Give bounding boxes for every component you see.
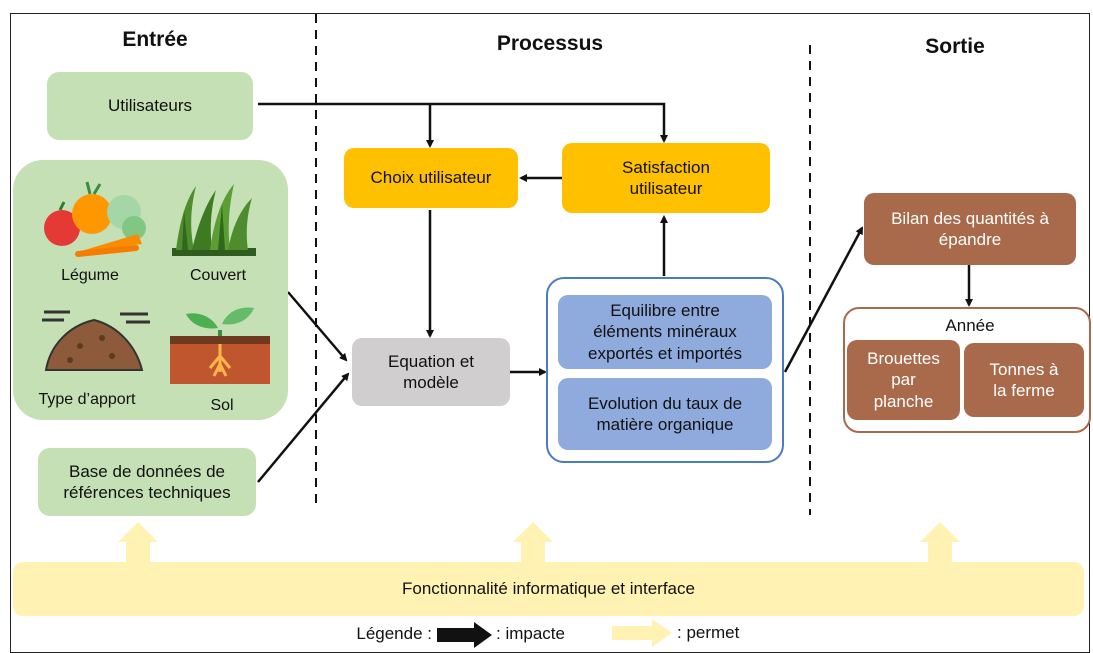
tonnes-line-2: la ferme bbox=[993, 381, 1055, 400]
utilisateurs-box: Utilisateurs bbox=[47, 72, 253, 140]
arrow-base-equation bbox=[257, 372, 350, 483]
arrow-bilans-bilan bbox=[783, 226, 864, 373]
header-sortie: Sortie bbox=[925, 35, 985, 58]
satisfaction-utilisateur-box: Satisfaction utilisateur bbox=[562, 143, 770, 213]
soil-seedling-icon bbox=[170, 307, 270, 384]
equilibre-box: Equilibre entre éléments minéraux export… bbox=[558, 295, 772, 369]
legume-label: Légume bbox=[61, 267, 119, 284]
interface-label: Fonctionnalité informatique et interface bbox=[402, 579, 695, 599]
equation-line-1: Equation et bbox=[387, 351, 474, 371]
compost-heap-icon bbox=[42, 310, 150, 371]
evolution-line-2: matière organique bbox=[596, 415, 734, 434]
brouettes-line-3: planche bbox=[873, 391, 934, 411]
arrow-utilisateurs-satisfaction bbox=[258, 102, 668, 143]
utilisateurs-label: Utilisateurs bbox=[107, 96, 193, 116]
evolution-line-1: Evolution du taux de bbox=[587, 393, 743, 413]
equation-modele-box: Equation et modèle bbox=[352, 338, 510, 406]
legend-impacte-label: : impacte bbox=[496, 624, 565, 643]
legend-impacte-arrow bbox=[437, 622, 492, 648]
choix-utilisateur-box: Choix utilisateur bbox=[344, 148, 518, 208]
base-donnees-box: Base de données de références techniques bbox=[38, 448, 256, 516]
bilan-line-1: Bilan des quantités à bbox=[891, 208, 1049, 228]
base-line-2: références techniques bbox=[63, 483, 231, 502]
legend-permet-arrow bbox=[612, 619, 672, 647]
satisfaction-line-2: utilisateur bbox=[629, 179, 703, 198]
couvert-label: Couvert bbox=[189, 267, 247, 284]
base-line-1: Base de données de bbox=[69, 461, 225, 481]
equilibre-line-2: éléments minéraux bbox=[593, 322, 737, 342]
evolution-box: Evolution du taux de matière organique bbox=[558, 378, 772, 450]
bilan-line-2: épandre bbox=[938, 230, 1002, 249]
choix-label: Choix utilisateur bbox=[370, 168, 492, 188]
tonnes-box: Tonnes à la ferme bbox=[964, 343, 1084, 417]
satisfaction-line-1: Satisfaction bbox=[622, 157, 710, 177]
permet-arrow-sortie bbox=[920, 522, 960, 562]
brouettes-line-2: par bbox=[891, 370, 916, 390]
header-entree: Entrée bbox=[122, 28, 188, 51]
bilan-quantites-box: Bilan des quantités à épandre bbox=[864, 193, 1076, 265]
legend-title: Légende : bbox=[356, 624, 432, 643]
annee-label: Année bbox=[945, 316, 995, 335]
header-processus: Processus bbox=[496, 32, 604, 55]
type-apport-label: Type d’apport bbox=[38, 391, 136, 408]
arrow-icons-equation bbox=[287, 291, 348, 362]
equation-line-2: modèle bbox=[403, 373, 459, 392]
brouettes-line-1: Brouettes bbox=[867, 349, 940, 369]
vegetable-icon bbox=[44, 181, 146, 257]
permet-arrow-entree bbox=[118, 522, 158, 562]
permet-arrow-processus bbox=[513, 522, 553, 562]
sol-label: Sol bbox=[210, 397, 234, 414]
interface-bar: Fonctionnalité informatique et interface bbox=[13, 562, 1084, 616]
legend-permet-label: : permet bbox=[677, 623, 740, 642]
grass-cover-icon bbox=[172, 184, 256, 256]
equilibre-line-3: exportés et importés bbox=[587, 343, 742, 363]
equilibre-line-1: Equilibre entre bbox=[610, 301, 720, 321]
tonnes-line-1: Tonnes à bbox=[989, 359, 1059, 379]
brouettes-box: Brouettes par planche bbox=[847, 340, 960, 420]
